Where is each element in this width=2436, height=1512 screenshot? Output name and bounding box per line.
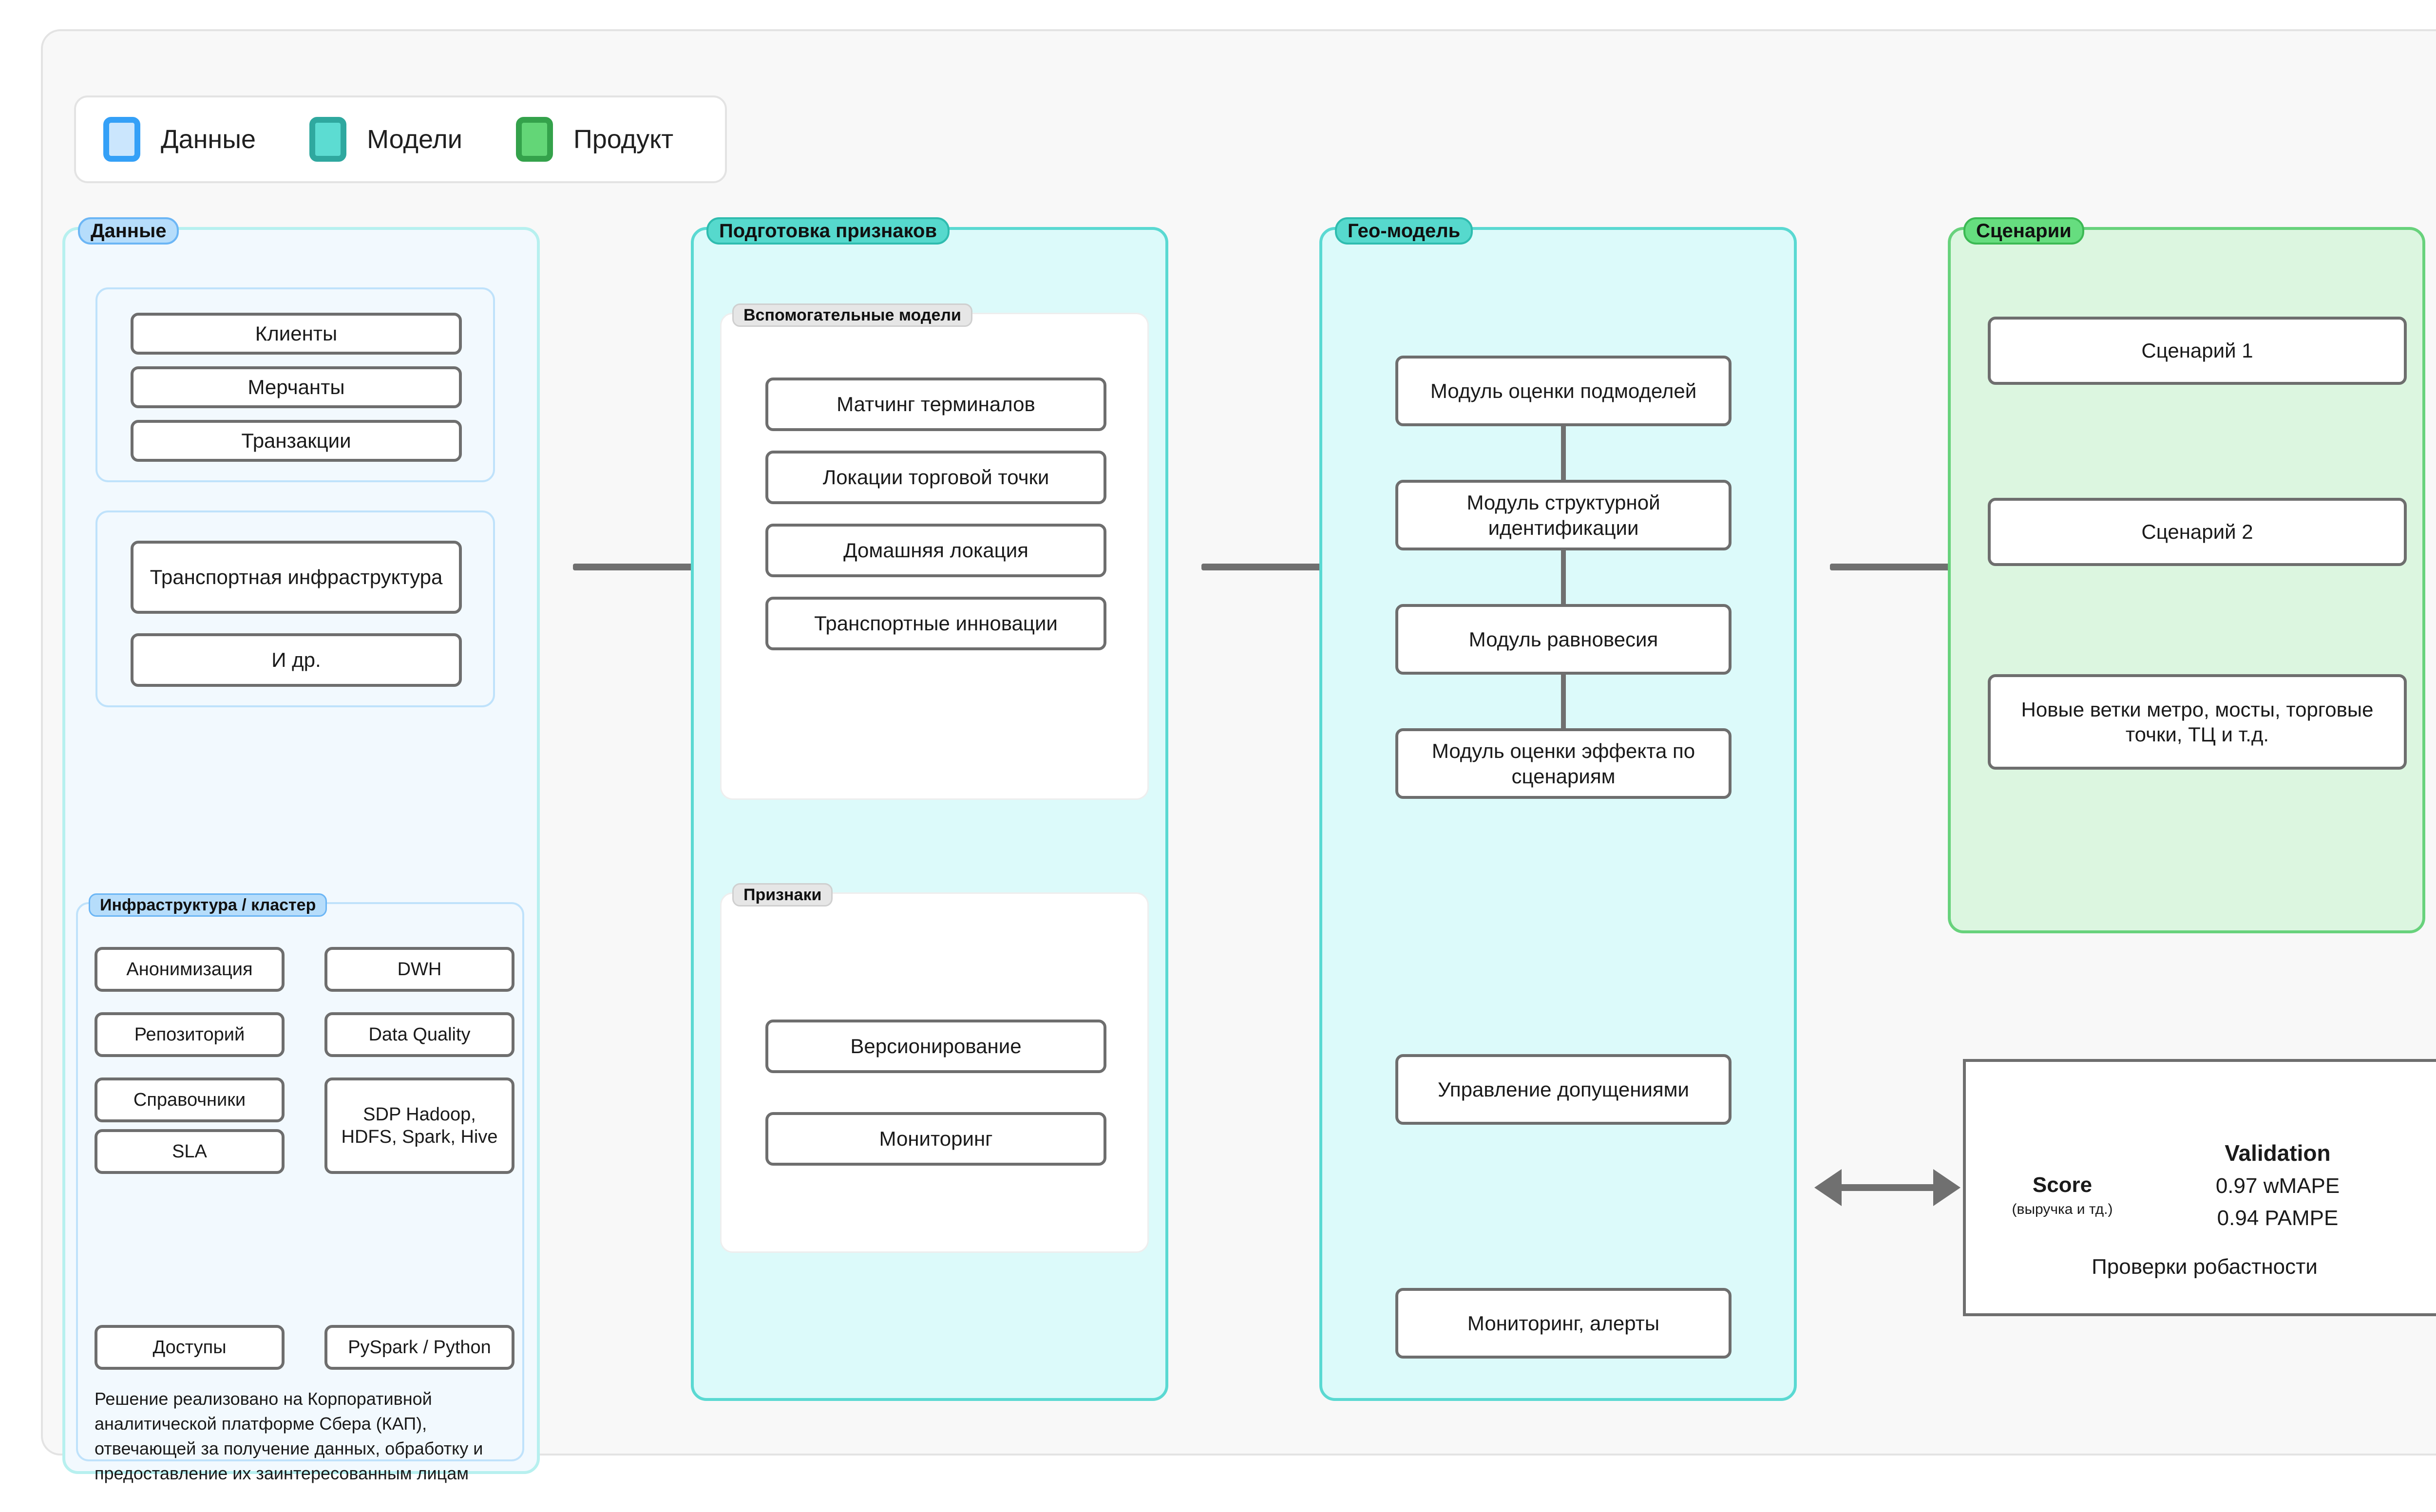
arrow-shaft: [1838, 1184, 1937, 1191]
legend-swatch-product: [515, 117, 553, 162]
box-equilibrium[interactable]: Модуль равновесия: [1395, 604, 1732, 675]
arrow-shaft: [1830, 564, 1952, 570]
box-merchants[interactable]: Мерчанты: [131, 366, 462, 408]
column-features: Подготовка признаков Вспомогательные мод…: [691, 217, 1168, 1401]
validation-score-subtitle: (выручка и тд.): [2012, 1201, 2113, 1217]
validation-card: Score (выручка и тд.) Validation 0.97 wM…: [1963, 1059, 2436, 1316]
legend-label-product: Продукт: [573, 125, 674, 154]
box-data-quality[interactable]: Data Quality: [324, 1012, 514, 1057]
connector-1: [1561, 426, 1566, 480]
panel-label-infrastructure: Инфраструктура / кластер: [89, 893, 327, 917]
arrow-shaft: [1201, 564, 1323, 570]
column-label-features: Подготовка признаков: [706, 217, 950, 245]
arrow-geomodel-validation: [1814, 1168, 1960, 1207]
box-sdp-hadoop[interactable]: SDP Hadoop, HDFS, Spark, Hive: [324, 1077, 514, 1174]
box-sla[interactable]: SLA: [95, 1129, 285, 1174]
box-terminal-matching[interactable]: Матчинг терминалов: [765, 378, 1106, 431]
box-monitoring[interactable]: Мониторинг: [765, 1112, 1106, 1166]
validation-title: Validation: [2225, 1140, 2331, 1166]
legend-label-models: Модели: [367, 125, 462, 154]
connector-2: [1561, 550, 1566, 604]
box-repository[interactable]: Репозиторий: [95, 1012, 285, 1057]
arrow-head-right-icon: [1933, 1169, 1960, 1206]
box-access[interactable]: Доступы: [95, 1325, 285, 1370]
panel-infrastructure-cluster: Инфраструктура / кластер Анонимизация Ре…: [76, 893, 524, 1483]
box-assumptions-management[interactable]: Управление допущениями: [1395, 1054, 1732, 1125]
box-monitoring-alerts[interactable]: Мониторинг, алерты: [1395, 1288, 1732, 1359]
box-new-metro-lines[interactable]: Новые ветки метро, мосты, торговые точки…: [1988, 674, 2407, 770]
box-clients[interactable]: Клиенты: [131, 313, 462, 355]
column-label-data: Данные: [78, 217, 179, 245]
box-store-locations[interactable]: Локации торговой точки: [765, 451, 1106, 504]
panel-data-other: Транспортная инфраструктура И др.: [95, 510, 495, 707]
box-home-location[interactable]: Домашняя локация: [765, 524, 1106, 577]
panel-label-features: Признаки: [732, 883, 833, 907]
box-submodel-evaluation[interactable]: Модуль оценки подмоделей: [1395, 356, 1732, 426]
box-other[interactable]: И др.: [131, 633, 462, 687]
box-scenario-1[interactable]: Сценарий 1: [1988, 317, 2407, 385]
box-transactions[interactable]: Транзакции: [131, 420, 462, 462]
validation-metric-wmape: 0.97 wMAPE: [2215, 1174, 2340, 1198]
box-pyspark-python[interactable]: PySpark / Python: [324, 1325, 514, 1370]
box-anonymization[interactable]: Анонимизация: [95, 947, 285, 992]
legend-swatch-models: [309, 117, 347, 162]
box-transport-infrastructure[interactable]: Транспортная инфраструктура: [131, 541, 462, 614]
box-transport-innovations[interactable]: Транспортные инновации: [765, 597, 1106, 650]
legend-item-data: Данные: [103, 117, 256, 162]
validation-metrics: Validation 0.97 wMAPE 0.94 PAMPE: [2141, 1140, 2414, 1230]
legend-item-product: Продукт: [515, 117, 674, 162]
legend-item-models: Модели: [309, 117, 462, 162]
box-scenario-2[interactable]: Сценарий 2: [1988, 498, 2407, 566]
validation-footer: Проверки робастности: [2092, 1255, 2318, 1279]
legend-swatch-data: [103, 117, 140, 162]
column-data: Данные Клиенты Мерчанты Транзакции Транс…: [62, 217, 540, 1483]
column-geomodel: Гео-модель Модуль оценки подмоделей Моду…: [1319, 217, 1797, 1401]
column-label-scenarios: Сценарии: [1963, 217, 2084, 245]
arrow-shaft: [573, 564, 695, 570]
panel-label-helper-models: Вспомогательные модели: [732, 303, 972, 327]
box-versioning[interactable]: Версионирование: [765, 1020, 1106, 1073]
infrastructure-note: Решение реализовано на Корпоративной ана…: [95, 1389, 483, 1484]
legend: Данные Модели Продукт: [74, 95, 727, 183]
legend-label-data: Данные: [161, 125, 256, 154]
connector-3: [1561, 675, 1566, 728]
validation-score-title: Score: [2032, 1173, 2093, 1197]
box-dwh[interactable]: DWH: [324, 947, 514, 992]
box-scenario-effect-evaluation[interactable]: Модуль оценки эффекта по сценариям: [1395, 728, 1732, 799]
panel-data-sources: Клиенты Мерчанты Транзакции: [95, 287, 495, 482]
validation-score: Score (выручка и тд.): [1989, 1173, 2135, 1218]
arrow-head-left-icon: [1814, 1169, 1842, 1206]
panel-helper-models: Вспомогательные модели Матчинг терминало…: [720, 303, 1149, 800]
column-scenarios: Сценарии Сценарий 1 Сценарий 2 Новые вет…: [1948, 217, 2425, 933]
box-structural-identification[interactable]: Модуль структурной идентификации: [1395, 480, 1732, 550]
validation-metric-pampe: 0.94 PAMPE: [2217, 1206, 2339, 1230]
column-label-geomodel: Гео-модель: [1335, 217, 1473, 245]
diagram-canvas: Данные Модели Продукт Данные Клиенты Мер…: [41, 29, 2436, 1483]
box-reference-books[interactable]: Справочники: [95, 1077, 285, 1122]
panel-features: Признаки Версионирование Мониторинг: [720, 883, 1149, 1253]
